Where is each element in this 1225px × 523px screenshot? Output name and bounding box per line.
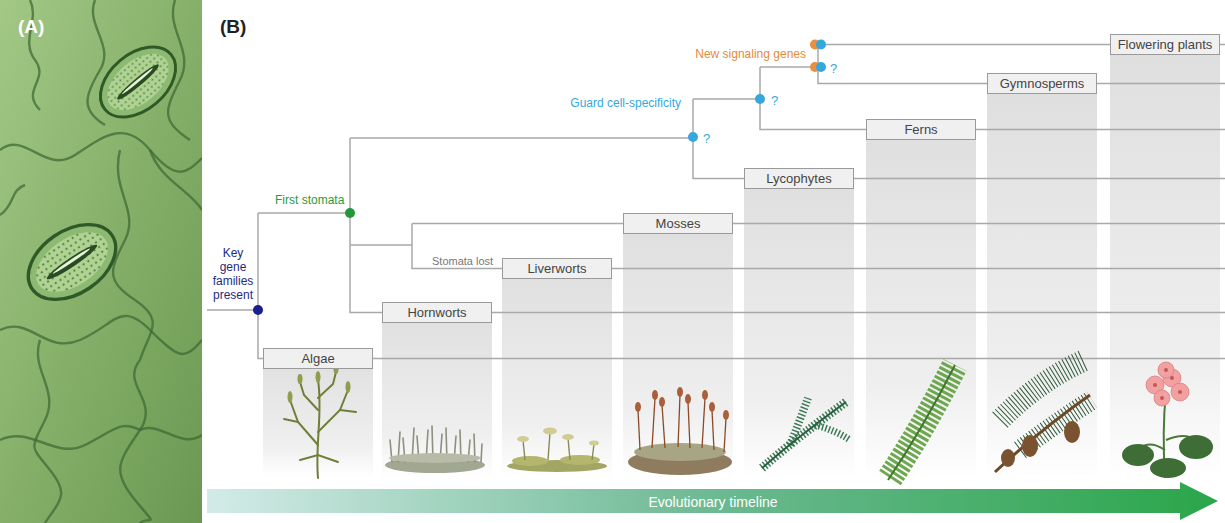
guard-cell-dot — [688, 132, 698, 142]
uncertainty-mark-holder: ? — [703, 129, 710, 147]
group-box: Algae — [263, 348, 373, 369]
leaf-surface — [0, 0, 202, 523]
group-name: Lycophytes — [766, 169, 831, 188]
event-label-holder: Key gene families present — [209, 246, 257, 302]
event-label: Key gene families present — [209, 246, 257, 302]
moss-drawing — [628, 387, 732, 475]
group-name: Gymnosperms — [1000, 74, 1085, 93]
liverwort-drawing — [507, 428, 607, 473]
gymnosperm-drawing — [995, 360, 1092, 472]
group-box: Liverworts — [502, 258, 612, 279]
flowering-plant-drawing — [1122, 362, 1213, 478]
event-label-holder: First stomata — [275, 190, 344, 208]
signaling-dot — [810, 40, 826, 50]
stoma — [15, 209, 130, 315]
uncertainty-mark: ? — [830, 61, 837, 76]
group-name: Flowering plants — [1118, 35, 1213, 54]
uncertainty-mark-holder: ? — [771, 91, 778, 109]
group-name: Ferns — [904, 120, 937, 139]
group-box: Flowering plants — [1110, 34, 1220, 55]
group-box: Hornworts — [382, 302, 492, 323]
stomata-micrograph — [0, 0, 202, 523]
event-label: New signaling genes — [695, 47, 806, 61]
guard-cell-dot — [755, 94, 765, 104]
group-name: Hornworts — [407, 303, 466, 322]
signaling-dot — [810, 62, 826, 72]
event-label: First stomata — [275, 193, 344, 207]
algae-drawing — [284, 364, 356, 478]
uncertainty-mark: ? — [771, 93, 778, 108]
arrow-bar — [207, 482, 1218, 520]
event-label-holder: New signaling genes — [695, 44, 806, 62]
lycophyte-drawing — [762, 398, 850, 468]
fern-drawing — [888, 365, 955, 480]
group-name: Liverworts — [527, 259, 586, 278]
column-backgrounds — [263, 34, 1220, 478]
uncertainty-mark: ? — [703, 131, 710, 146]
group-name: Algae — [301, 349, 334, 368]
panel-letter-holder: (B) — [220, 16, 246, 38]
panel-letter: (A) — [18, 16, 44, 38]
stoma — [87, 33, 189, 131]
axis-label: Evolutionary timeline — [648, 494, 777, 510]
event-label: Stomata lost — [432, 255, 493, 268]
group-box: Lycophytes — [744, 168, 854, 189]
cell-walls — [0, 0, 202, 523]
group-name: Mosses — [656, 214, 701, 233]
tree-branches — [207, 45, 1225, 359]
axis-label-holder: Evolutionary timeline — [648, 493, 777, 511]
hornwort-drawing — [385, 426, 485, 473]
panel-letter-holder: (A) — [18, 16, 44, 38]
event-label: Guard cell-specificity — [570, 96, 681, 110]
group-box: Mosses — [623, 213, 733, 234]
event-label-holder: Stomata lost — [432, 251, 493, 269]
uncertainty-mark-holder: ? — [830, 59, 837, 77]
group-box: Gymnosperms — [987, 73, 1097, 94]
panel-letter: (B) — [220, 16, 246, 38]
root-dot — [253, 305, 263, 315]
event-label-holder: Guard cell-specificity — [570, 93, 681, 111]
group-box: Ferns — [866, 119, 976, 140]
stomata-dot — [345, 208, 355, 218]
